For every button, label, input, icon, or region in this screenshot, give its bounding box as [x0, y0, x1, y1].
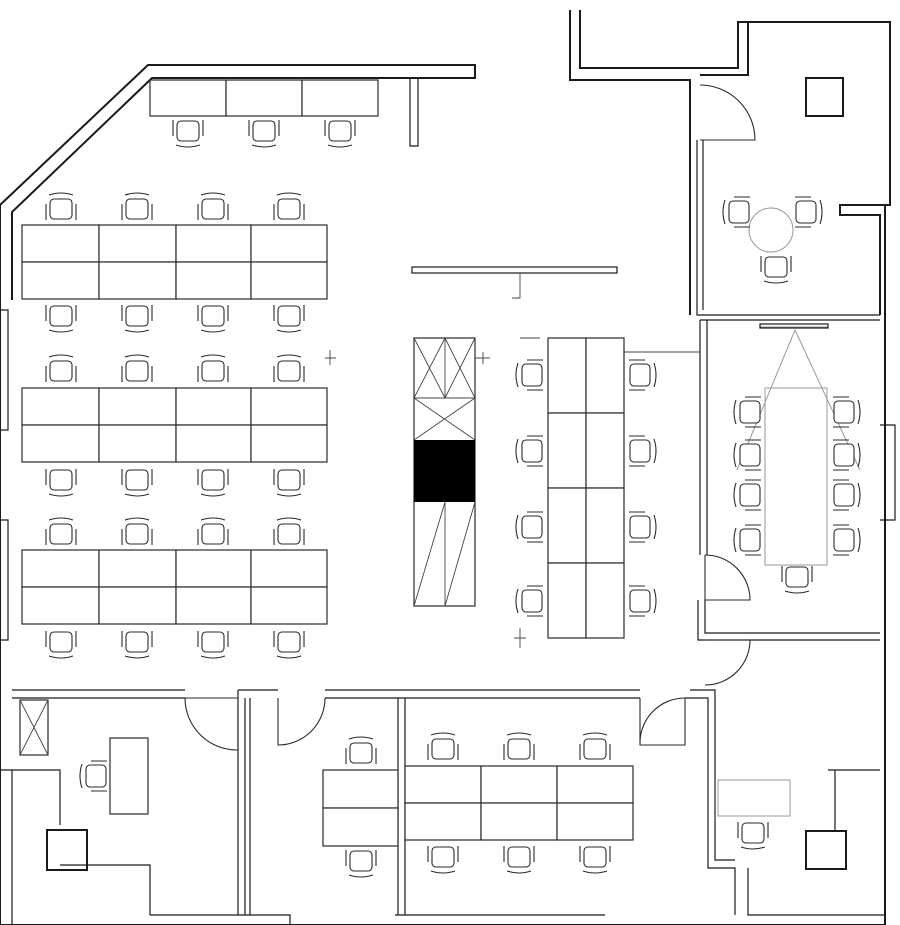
door-swing-icon [704, 554, 751, 601]
chair-icon [273, 192, 305, 220]
chair-icon [172, 120, 204, 148]
chair-icon [515, 511, 543, 543]
chair-icon [273, 517, 305, 545]
door-swing-icon [277, 697, 326, 746]
door-swing-icon [704, 639, 751, 686]
chair-icon [197, 354, 229, 382]
chair-icon [629, 435, 657, 467]
chair-icon [629, 585, 657, 617]
chair-icon [45, 192, 77, 220]
chair-icon [579, 846, 611, 874]
chair-icon [79, 760, 107, 792]
chairs [45, 120, 861, 878]
chair-icon [197, 469, 229, 497]
chair-icon [515, 359, 543, 391]
chair-icon [427, 732, 459, 760]
round-table-icon [748, 207, 794, 253]
chair-icon [273, 469, 305, 497]
chair-icon [45, 469, 77, 497]
utility-shaft-icon [414, 440, 475, 502]
chair-icon [45, 517, 77, 545]
chair-icon [121, 354, 153, 382]
chair-icon [579, 732, 611, 760]
chair-icon [121, 305, 153, 333]
column [805, 830, 847, 870]
chair-icon [733, 396, 761, 428]
chair-icon [273, 631, 305, 659]
desk-cluster-1 [21, 224, 328, 300]
chair-icon [833, 524, 861, 556]
chair-icon [45, 631, 77, 659]
workroom-desks [404, 765, 634, 841]
chair-icon [733, 479, 761, 511]
chair-icon [45, 354, 77, 382]
doors [184, 84, 756, 751]
chair-icon [737, 822, 769, 850]
chair-icon [733, 524, 761, 556]
chair-icon [833, 439, 861, 471]
chair-icon [248, 120, 280, 148]
conference-table-icon [764, 387, 828, 566]
chair-icon [781, 566, 813, 594]
chair-icon [515, 435, 543, 467]
chair-icon [197, 192, 229, 220]
chair-icon [733, 439, 761, 471]
door-swing-icon [639, 697, 686, 746]
column [46, 829, 88, 871]
chair-icon [273, 305, 305, 333]
chair-icon [197, 305, 229, 333]
chair-icon [427, 846, 459, 874]
top-wall-desks [149, 79, 379, 117]
chair-icon [121, 631, 153, 659]
office-middle [322, 769, 399, 847]
door-swing-icon [639, 698, 686, 746]
chair-icon [503, 732, 535, 760]
chair-icon [345, 850, 377, 878]
desk-cluster-3 [21, 549, 328, 625]
chair-icon [197, 631, 229, 659]
chair-icon [629, 511, 657, 543]
chair-icon [833, 479, 861, 511]
chair-icon [515, 585, 543, 617]
chair-icon [760, 256, 792, 284]
center-bench [547, 337, 625, 639]
chair-icon [629, 359, 657, 391]
chair-icon [273, 354, 305, 382]
chair-icon [722, 196, 750, 228]
chair-icon [324, 120, 356, 148]
door-swing-icon [699, 84, 756, 141]
chair-icon [121, 469, 153, 497]
column [805, 77, 844, 117]
door-swing-icon [184, 697, 239, 751]
chair-icon [345, 736, 377, 764]
chair-icon [121, 192, 153, 220]
central-core [325, 266, 700, 648]
chair-icon [45, 305, 77, 333]
chair-icon [795, 196, 823, 228]
desk-cluster-2 [21, 387, 328, 463]
chair-icon [121, 517, 153, 545]
chair-icon [833, 396, 861, 428]
reception [717, 779, 847, 870]
chair-icon [197, 517, 229, 545]
chair-icon [503, 846, 535, 874]
office-left [19, 699, 149, 871]
meeting-room-small [748, 77, 844, 253]
